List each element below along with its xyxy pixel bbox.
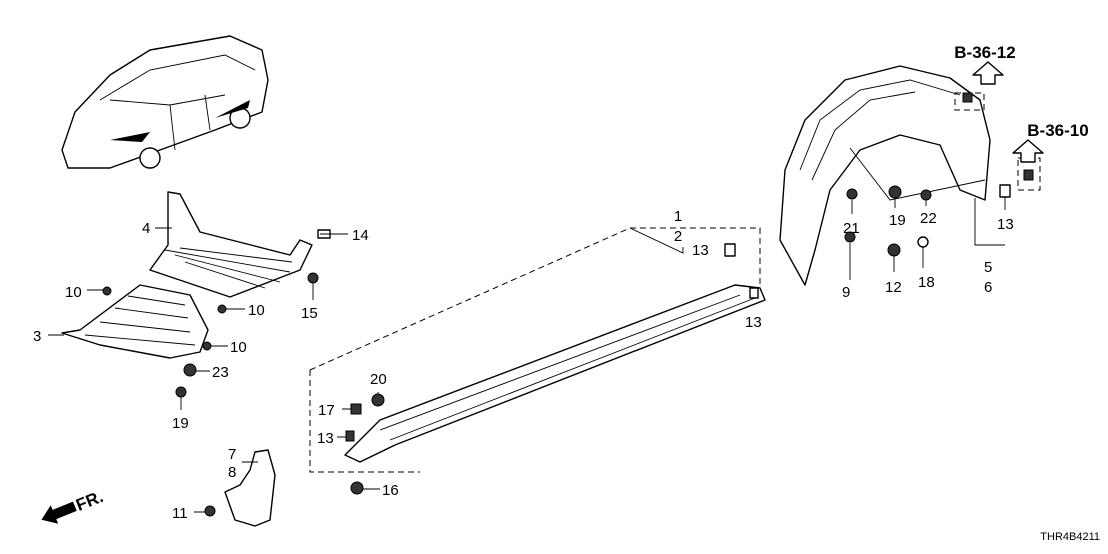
callout-23: 23 — [212, 364, 229, 381]
callout-6: 6 — [984, 279, 992, 296]
callout-10: 10 — [65, 284, 82, 301]
reference-b-36-12[interactable]: B-36-12 — [954, 43, 1015, 62]
callout-20: 20 — [370, 371, 387, 388]
under-cover-4 — [149, 191, 313, 298]
group-box — [309, 227, 761, 473]
leader-lines — [48, 197, 1006, 513]
callout-16: 16 — [382, 482, 399, 499]
side-sill-garnish — [344, 284, 766, 463]
callout-1: 1 — [674, 208, 682, 225]
callout-17: 17 — [318, 402, 335, 419]
callout-3: 3 — [33, 328, 41, 345]
callout-12: 12 — [885, 279, 902, 296]
front-label: FR. — [73, 487, 106, 515]
callout-5: 5 — [984, 259, 992, 276]
callout-7: 7 — [228, 446, 236, 463]
callout-2: 2 — [674, 228, 682, 245]
callout-13: 13 — [317, 430, 334, 447]
fasteners — [102, 92, 1034, 517]
callout-21: 21 — [843, 220, 860, 237]
callout-9: 9 — [842, 284, 850, 301]
callout-13: 13 — [692, 242, 709, 259]
callout-4: 4 — [142, 220, 150, 237]
callout-22: 22 — [920, 210, 937, 227]
callout-13: 13 — [745, 314, 762, 331]
callout-19: 19 — [172, 415, 189, 432]
vehicle-overview — [61, 35, 269, 169]
callout-11: 11 — [172, 505, 188, 522]
callout-14: 14 — [352, 227, 369, 244]
callout-18: 18 — [918, 274, 935, 291]
front-direction-indicator: FR. — [41, 487, 106, 524]
under-cover-3 — [61, 284, 209, 359]
callout-15: 15 — [301, 305, 318, 322]
reference-arrow-up-icon — [972, 61, 1004, 85]
callout-10: 10 — [248, 302, 265, 319]
diagram-code: THR4B4211 — [1040, 531, 1100, 543]
arrow-left-icon — [41, 501, 77, 524]
mud-guard — [224, 449, 276, 527]
callout-10: 10 — [230, 339, 247, 356]
rear-fender-liner — [779, 65, 991, 286]
callout-19: 19 — [889, 212, 906, 229]
reference-b-36-10[interactable]: B-36-10 — [1027, 121, 1088, 140]
callout-8: 8 — [228, 464, 236, 481]
callout-13: 13 — [997, 216, 1014, 233]
reference-arrow-up-icon — [1012, 139, 1044, 163]
